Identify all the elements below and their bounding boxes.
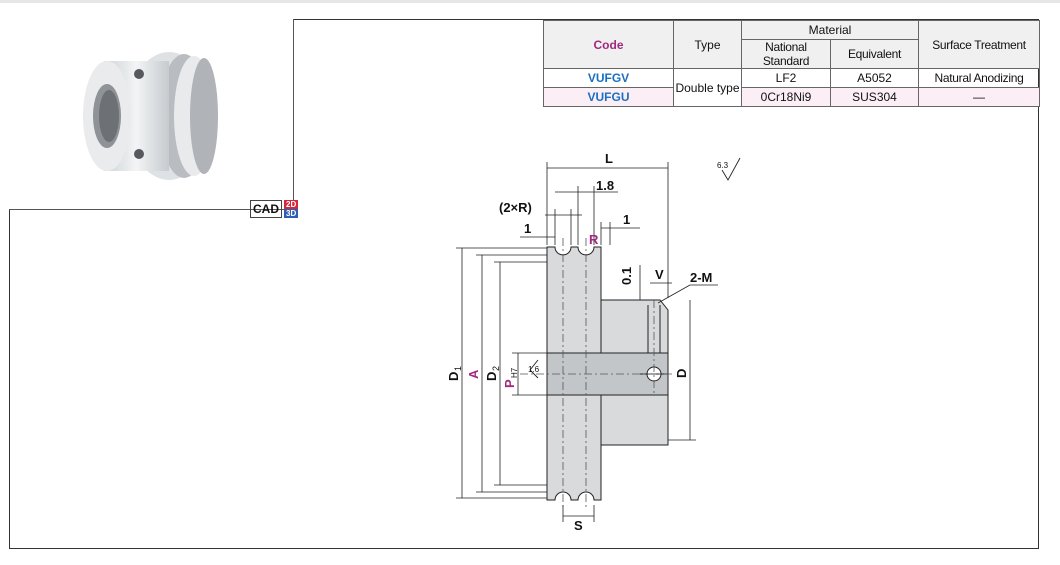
dim-2xR: (2×R) bbox=[499, 200, 532, 215]
national-standard-cell: 0Cr18Ni9 bbox=[741, 87, 831, 107]
header-type: Type bbox=[673, 20, 742, 69]
dim-L: L bbox=[605, 151, 613, 166]
dim-1-left: 1 bbox=[524, 221, 531, 236]
cad-2d-label: 2D bbox=[284, 200, 299, 209]
dim-D2-subscript: 2 bbox=[491, 366, 501, 371]
top-rule bbox=[0, 0, 1060, 3]
code-cell-vufgu[interactable]: VUFGU bbox=[543, 87, 674, 107]
dim-D: D bbox=[674, 369, 689, 378]
dim-2-M: 2-M bbox=[690, 270, 712, 285]
cad-dimension-stack: 2D 3D bbox=[284, 200, 299, 218]
spec-table: Code Type Material Surface Treatment Nat… bbox=[543, 20, 1040, 107]
dim-D1: D bbox=[446, 372, 461, 381]
dim-A: A bbox=[466, 369, 481, 379]
surface-finish-symbol-bore bbox=[529, 359, 539, 379]
code-cell-vufgv[interactable]: VUFGV bbox=[543, 68, 674, 88]
surface-finish-symbol-top bbox=[721, 157, 741, 181]
dim-1-8: 1.8 bbox=[596, 178, 614, 193]
type-cell: Double type bbox=[673, 68, 742, 107]
finish-1-6: 1.6 bbox=[528, 365, 540, 374]
header-equivalent: Equivalent bbox=[830, 39, 919, 69]
dim-R: R bbox=[589, 232, 599, 247]
dim-D2: D bbox=[484, 372, 499, 381]
header-national-standard: National Standard bbox=[741, 39, 831, 69]
product-photo-panel: CAD 2D 3D bbox=[9, 19, 299, 218]
header-surface-treatment: Surface Treatment bbox=[918, 20, 1040, 69]
cad-3d-label: 3D bbox=[284, 209, 299, 218]
dim-1-right: 1 bbox=[623, 212, 630, 227]
dim-P-tolerance: H7 bbox=[510, 367, 519, 378]
dim-D1-subscript: 1 bbox=[453, 366, 463, 371]
dim-V: V bbox=[655, 267, 664, 282]
cad-badge[interactable]: CAD 2D 3D bbox=[250, 199, 299, 219]
header-material: Material bbox=[741, 20, 919, 40]
pulley-photo bbox=[83, 52, 218, 180]
dim-0-1: 0.1 bbox=[619, 267, 634, 285]
catalog-frame bbox=[9, 19, 1039, 549]
equivalent-cell: SUS304 bbox=[830, 87, 919, 107]
surface-treatment-cell: — bbox=[918, 87, 1040, 107]
dim-S: S bbox=[574, 518, 583, 533]
header-code: Code bbox=[543, 20, 674, 69]
dim-P: P bbox=[502, 379, 517, 388]
finish-6-3: 6.3 bbox=[717, 161, 729, 170]
cad-label: CAD bbox=[250, 200, 282, 218]
equivalent-cell: A5052 bbox=[830, 68, 919, 88]
